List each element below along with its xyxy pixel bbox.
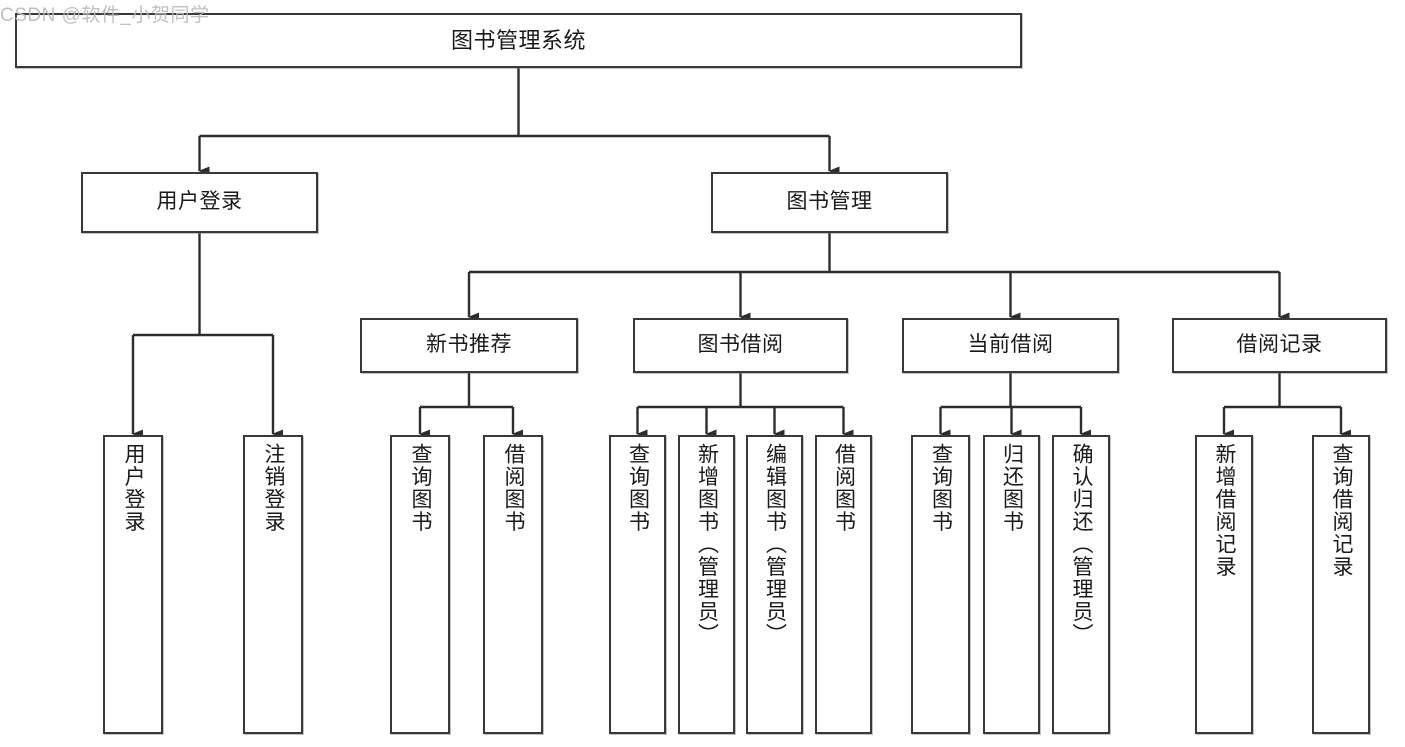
node-label: 新增借阅记录 — [1213, 443, 1237, 578]
node-borrow-record[interactable]: 借阅记录 — [1172, 318, 1387, 373]
node-label: 图书管理系统 — [450, 27, 586, 53]
node-root[interactable]: 图书管理系统 — [15, 13, 1022, 68]
node-label: 新书推荐 — [426, 333, 512, 357]
node-label: 查询图书 — [626, 443, 650, 533]
node-label: 注销登录 — [262, 443, 286, 533]
tree-connectors — [131, 68, 1351, 439]
node-leaf-add-book[interactable]: 新增图书（管理员） — [678, 435, 735, 734]
node-current-borrow[interactable]: 当前借阅 — [902, 318, 1119, 373]
node-book-borrow[interactable]: 图书借阅 — [633, 318, 848, 373]
node-book-manage[interactable]: 图书管理 — [711, 172, 948, 233]
node-leaf-confirm-return[interactable]: 确认归还（管理员） — [1052, 435, 1110, 734]
node-leaf-logout[interactable]: 注销登录 — [243, 435, 303, 734]
node-leaf-query-record[interactable]: 查询借阅记录 — [1312, 435, 1370, 734]
node-label: 查询图书 — [929, 443, 953, 533]
node-label: 编辑图书（管理员） — [763, 443, 787, 646]
node-leaf-query-book-3[interactable]: 查询图书 — [911, 435, 970, 734]
watermark-text: CSDN @软件_小贺同学 — [0, 5, 210, 26]
node-leaf-query-book-2[interactable]: 查询图书 — [609, 435, 666, 734]
node-leaf-borrow-book-1[interactable]: 借阅图书 — [483, 435, 543, 734]
node-label: 借阅图书 — [832, 443, 856, 533]
node-user-login[interactable]: 用户登录 — [81, 172, 318, 233]
node-leaf-edit-book[interactable]: 编辑图书（管理员） — [746, 435, 803, 734]
node-label: 图书管理 — [786, 190, 873, 214]
node-leaf-borrow-book-2[interactable]: 借阅图书 — [815, 435, 872, 734]
node-label: 借阅图书 — [502, 443, 526, 533]
node-leaf-add-record[interactable]: 新增借阅记录 — [1195, 435, 1253, 734]
node-label: 用户登录 — [156, 190, 243, 214]
node-label: 借阅记录 — [1236, 333, 1323, 357]
node-label: 查询图书 — [409, 443, 433, 533]
node-label: 确认归还（管理员） — [1070, 443, 1094, 646]
node-label: 新增图书（管理员） — [695, 443, 719, 646]
node-label: 当前借阅 — [967, 333, 1054, 357]
node-leaf-user-login[interactable]: 用户登录 — [103, 435, 163, 734]
node-leaf-return-book[interactable]: 归还图书 — [983, 435, 1040, 734]
node-label: 图书借阅 — [697, 333, 784, 357]
node-new-book-rec[interactable]: 新书推荐 — [360, 318, 578, 373]
node-leaf-query-book-1[interactable]: 查询图书 — [390, 435, 450, 734]
node-label: 归还图书 — [1000, 443, 1024, 533]
node-label: 查询借阅记录 — [1330, 443, 1354, 578]
node-label: 用户登录 — [122, 443, 146, 533]
